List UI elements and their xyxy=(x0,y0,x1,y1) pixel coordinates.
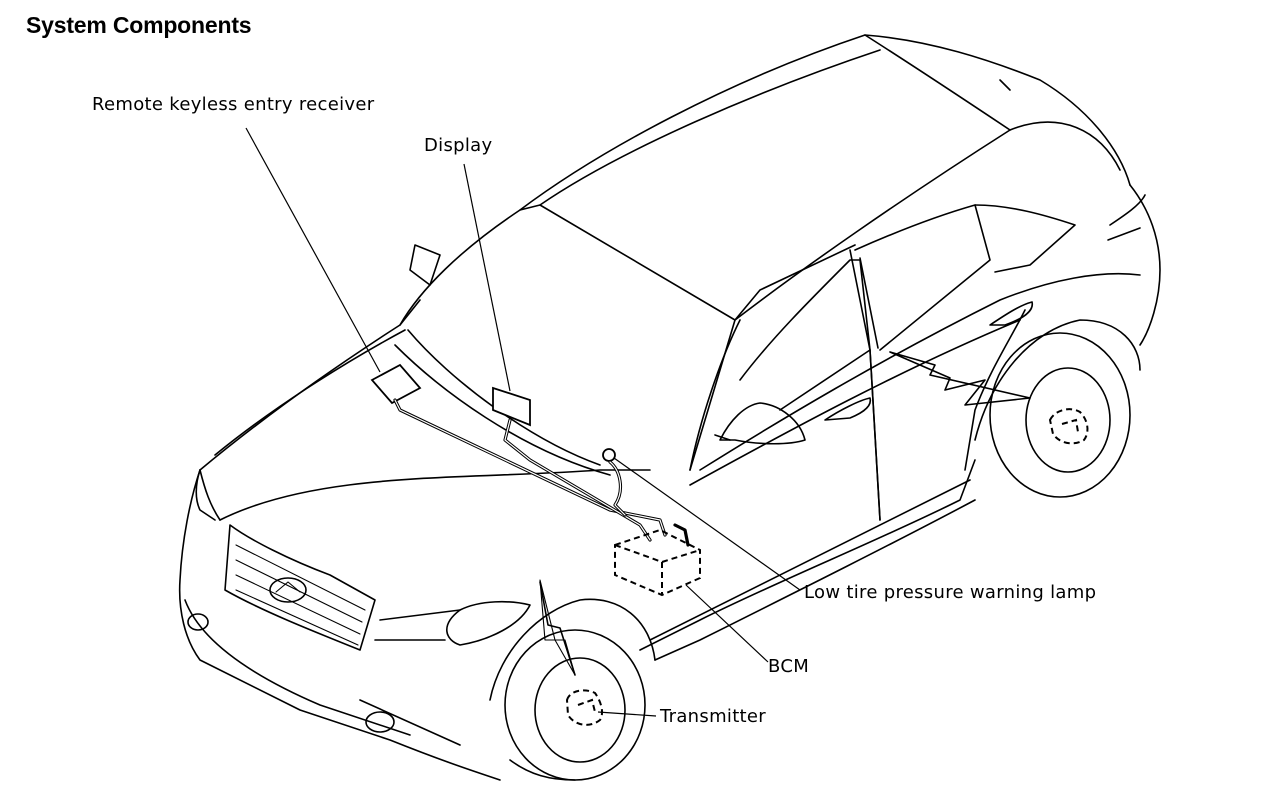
label-low-tire-pressure-warning-lamp: Low tire pressure warning lamp xyxy=(804,582,1097,603)
remote-keyless-entry-receiver-marker xyxy=(370,363,422,405)
label-remote-keyless-entry-receiver: Remote keyless entry receiver xyxy=(92,94,375,115)
transmitter-rear-marker xyxy=(1048,408,1089,445)
bcm-marker xyxy=(614,528,701,597)
transmitter-front-marker xyxy=(565,689,604,726)
label-bcm: BCM xyxy=(768,656,810,677)
warning-lamp-marker xyxy=(602,448,616,462)
radio-signal-symbol xyxy=(539,351,1031,676)
leader-lines xyxy=(245,127,801,717)
display-marker xyxy=(492,386,531,427)
page-title: System Components xyxy=(26,12,252,38)
label-transmitter: Transmitter xyxy=(660,706,766,727)
car-body xyxy=(178,34,1161,781)
wiring-harness xyxy=(393,398,690,547)
label-display: Display xyxy=(424,135,493,156)
